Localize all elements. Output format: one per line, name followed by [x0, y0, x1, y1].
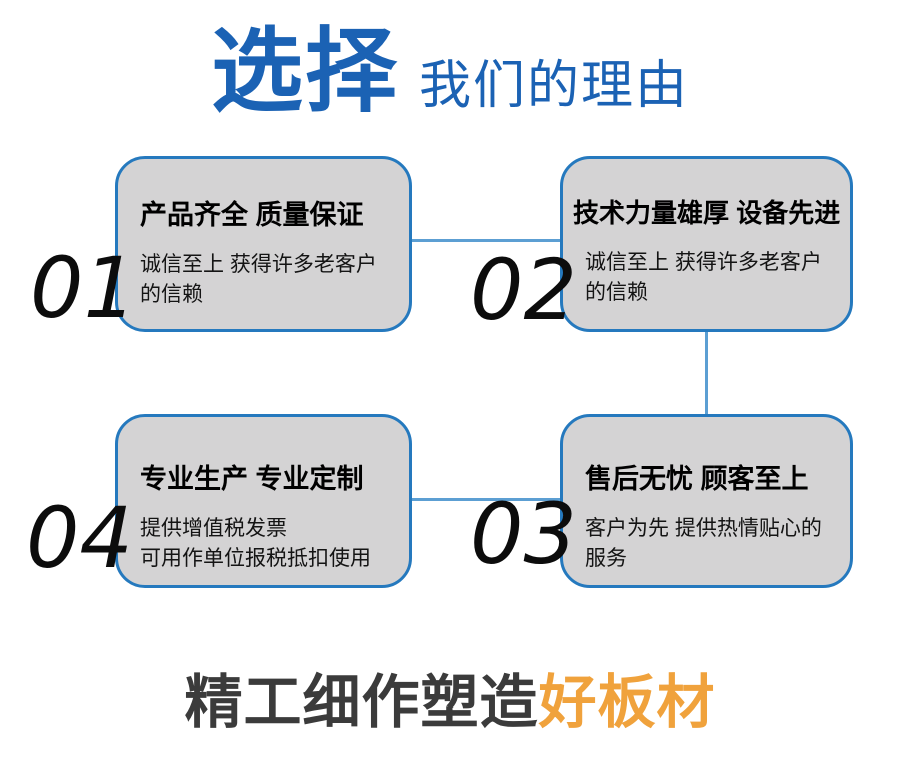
feature-card-02-title: 技术力量雄厚 设备先进 — [573, 198, 841, 228]
step-number-04: 04 — [26, 489, 133, 587]
connector-card2-card3 — [705, 330, 708, 416]
feature-card-02-desc: 诚信至上 获得许多老客户 的信赖 — [585, 251, 822, 304]
feature-card-04-desc: 提供增值税发票 可用作单位报税抵扣使用 — [140, 517, 371, 570]
feature-card-04-title: 专业生产 专业定制 — [140, 464, 364, 494]
feature-card-03: 售后无忧 顾客至上 客户为先 提供热情贴心的 服务 — [560, 414, 853, 588]
feature-card-01-desc: 诚信至上 获得许多老客户 的信赖 — [140, 253, 377, 306]
page-title-rest: 我们的理由 — [419, 56, 690, 115]
feature-card-04: 专业生产 专业定制 提供增值税发票 可用作单位报税抵扣使用 — [115, 414, 412, 588]
connector-card4-card3 — [411, 498, 562, 501]
step-number-03: 03 — [470, 485, 577, 583]
feature-card-03-title: 售后无忧 顾客至上 — [585, 464, 809, 494]
connector-card1-card2 — [411, 239, 562, 242]
feature-card-03-desc: 客户为先 提供热情贴心的 服务 — [585, 517, 822, 570]
page-title: 选择 我们的理由 — [0, 21, 900, 123]
page-title-highlight: 选择 — [210, 21, 399, 123]
footer-slogan-highlight: 好板材 — [538, 670, 716, 735]
feature-card-02: 技术力量雄厚 设备先进 诚信至上 获得许多老客户 的信赖 — [560, 156, 853, 332]
footer-slogan-normal: 精工细作塑造 — [184, 670, 539, 735]
feature-card-01-title: 产品齐全 质量保证 — [140, 200, 364, 230]
step-number-01: 01 — [30, 239, 137, 337]
footer-slogan: 精工细作塑造 好板材 — [0, 668, 900, 738]
feature-card-01: 产品齐全 质量保证 诚信至上 获得许多老客户 的信赖 — [115, 156, 412, 332]
step-number-02: 02 — [470, 241, 577, 339]
